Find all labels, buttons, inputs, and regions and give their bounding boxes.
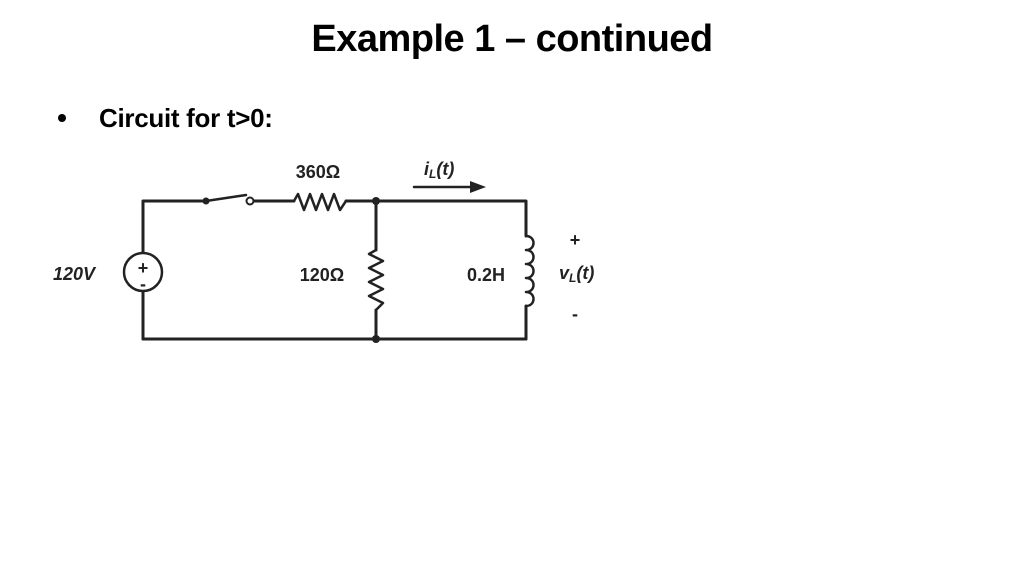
resistor-series bbox=[292, 192, 348, 212]
junction-top bbox=[372, 197, 380, 205]
inductor-label: 0.2H bbox=[467, 265, 505, 285]
switch-blade bbox=[204, 193, 248, 203]
source-label: 120V bbox=[53, 264, 97, 284]
source-plus-sign: + bbox=[138, 258, 149, 278]
voltage-label: vL(t) bbox=[559, 263, 594, 285]
bullet-text: Circuit for t>0: bbox=[99, 102, 273, 133]
wire-top-right bbox=[344, 199, 528, 238]
switch bbox=[202, 193, 255, 206]
source-minus-sign: - bbox=[140, 274, 146, 294]
inductor bbox=[524, 234, 535, 308]
slide-title: Example 1 – continued bbox=[311, 18, 713, 60]
bullet-item: Circuit for t>0: bbox=[58, 101, 273, 135]
shunt-resistor-label: 120Ω bbox=[300, 265, 344, 285]
junction-bottom bbox=[372, 335, 380, 343]
voltage-minus-sign: - bbox=[572, 304, 578, 324]
current-arrow-head-icon bbox=[470, 181, 486, 193]
resistor-shunt bbox=[367, 248, 385, 312]
bullet-dot-icon bbox=[58, 114, 66, 122]
wire-left-top bbox=[141, 199, 205, 255]
switch-contact-right bbox=[245, 196, 255, 206]
voltage-plus-sign: + bbox=[570, 230, 581, 250]
current-arrow bbox=[412, 181, 486, 193]
voltage-source: + - bbox=[122, 251, 164, 294]
series-resistor-label: 360Ω bbox=[296, 162, 340, 182]
current-label: iL(t) bbox=[424, 159, 454, 181]
voltage-source-circle bbox=[122, 251, 164, 293]
